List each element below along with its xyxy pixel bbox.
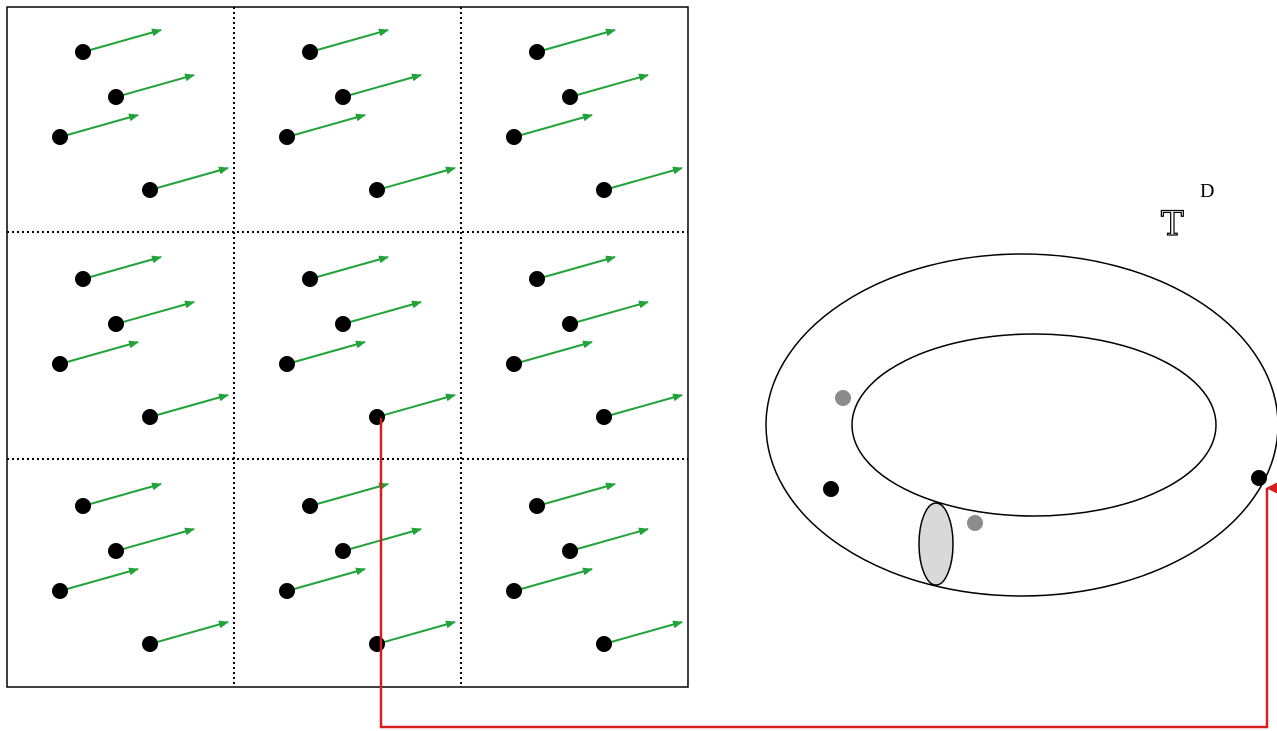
particle bbox=[335, 316, 351, 332]
torus bbox=[765, 253, 1277, 597]
particle bbox=[75, 44, 91, 60]
velocity-arrow bbox=[569, 73, 649, 98]
particle bbox=[506, 129, 522, 145]
velocity-arrow bbox=[59, 113, 139, 138]
particle bbox=[108, 89, 124, 105]
velocity-arrow bbox=[82, 482, 162, 507]
velocity-arrow bbox=[59, 567, 139, 592]
particle bbox=[506, 356, 522, 372]
particle bbox=[52, 129, 68, 145]
particle bbox=[562, 89, 578, 105]
torus-symbol: T bbox=[1161, 204, 1184, 244]
velocity-arrow bbox=[309, 28, 389, 53]
velocity-arrow bbox=[513, 340, 593, 365]
particle bbox=[369, 409, 385, 425]
particle bbox=[562, 316, 578, 332]
particle bbox=[279, 356, 295, 372]
velocity-arrow bbox=[115, 300, 195, 325]
particle bbox=[529, 271, 545, 287]
particle bbox=[335, 89, 351, 105]
velocity-arrow bbox=[513, 567, 593, 592]
particle bbox=[335, 543, 351, 559]
velocity-arrow bbox=[376, 393, 456, 418]
torus-ghost-particle bbox=[967, 515, 983, 531]
velocity-arrow bbox=[149, 393, 229, 418]
particle bbox=[596, 409, 612, 425]
velocity-arrow bbox=[286, 340, 366, 365]
torus-cross-section bbox=[918, 502, 954, 586]
box-border bbox=[6, 6, 689, 688]
particle bbox=[108, 543, 124, 559]
particle bbox=[302, 498, 318, 514]
velocity-arrow bbox=[149, 166, 229, 191]
velocity-arrow bbox=[82, 28, 162, 53]
particle bbox=[279, 129, 295, 145]
torus-inner-hole bbox=[851, 333, 1217, 517]
velocity-arrow bbox=[309, 482, 389, 507]
particle bbox=[562, 543, 578, 559]
particle bbox=[596, 182, 612, 198]
particle bbox=[142, 636, 158, 652]
torus-particle bbox=[1251, 470, 1267, 486]
particle bbox=[302, 44, 318, 60]
velocity-arrow bbox=[59, 340, 139, 365]
torus-label: T D bbox=[1160, 180, 1214, 245]
velocity-arrow bbox=[603, 393, 683, 418]
particle bbox=[75, 498, 91, 514]
particle bbox=[369, 636, 385, 652]
particle-copies bbox=[52, 28, 683, 652]
particle bbox=[369, 182, 385, 198]
particle bbox=[302, 271, 318, 287]
velocity-arrow bbox=[342, 300, 422, 325]
particle bbox=[596, 636, 612, 652]
velocity-arrow bbox=[286, 567, 366, 592]
torus-ghost-particle bbox=[835, 390, 851, 406]
velocity-arrow bbox=[569, 527, 649, 552]
velocity-arrow bbox=[115, 73, 195, 98]
velocity-arrow bbox=[376, 166, 456, 191]
particle bbox=[52, 356, 68, 372]
periodic-box bbox=[6, 6, 689, 688]
velocity-arrow bbox=[286, 113, 366, 138]
velocity-arrow bbox=[376, 620, 456, 645]
particle bbox=[279, 583, 295, 599]
velocity-arrow bbox=[309, 255, 389, 280]
velocity-arrow bbox=[536, 255, 616, 280]
particle bbox=[142, 182, 158, 198]
torus-dimension-superscript: D bbox=[1200, 180, 1214, 202]
velocity-arrow bbox=[149, 620, 229, 645]
velocity-arrow bbox=[82, 255, 162, 280]
particle bbox=[529, 44, 545, 60]
velocity-arrow bbox=[603, 620, 683, 645]
velocity-arrow bbox=[115, 527, 195, 552]
particle bbox=[52, 583, 68, 599]
velocity-arrow bbox=[569, 300, 649, 325]
mapping-arrow bbox=[379, 418, 1277, 729]
velocity-arrow bbox=[536, 482, 616, 507]
particle bbox=[529, 498, 545, 514]
velocity-arrow bbox=[513, 113, 593, 138]
torus-outer-boundary bbox=[765, 253, 1277, 597]
torus-particle bbox=[823, 481, 839, 497]
particle bbox=[75, 271, 91, 287]
particle bbox=[506, 583, 522, 599]
particle bbox=[108, 316, 124, 332]
velocity-arrow bbox=[536, 28, 616, 53]
velocity-arrow bbox=[603, 166, 683, 191]
velocity-arrow bbox=[342, 73, 422, 98]
particle bbox=[142, 409, 158, 425]
